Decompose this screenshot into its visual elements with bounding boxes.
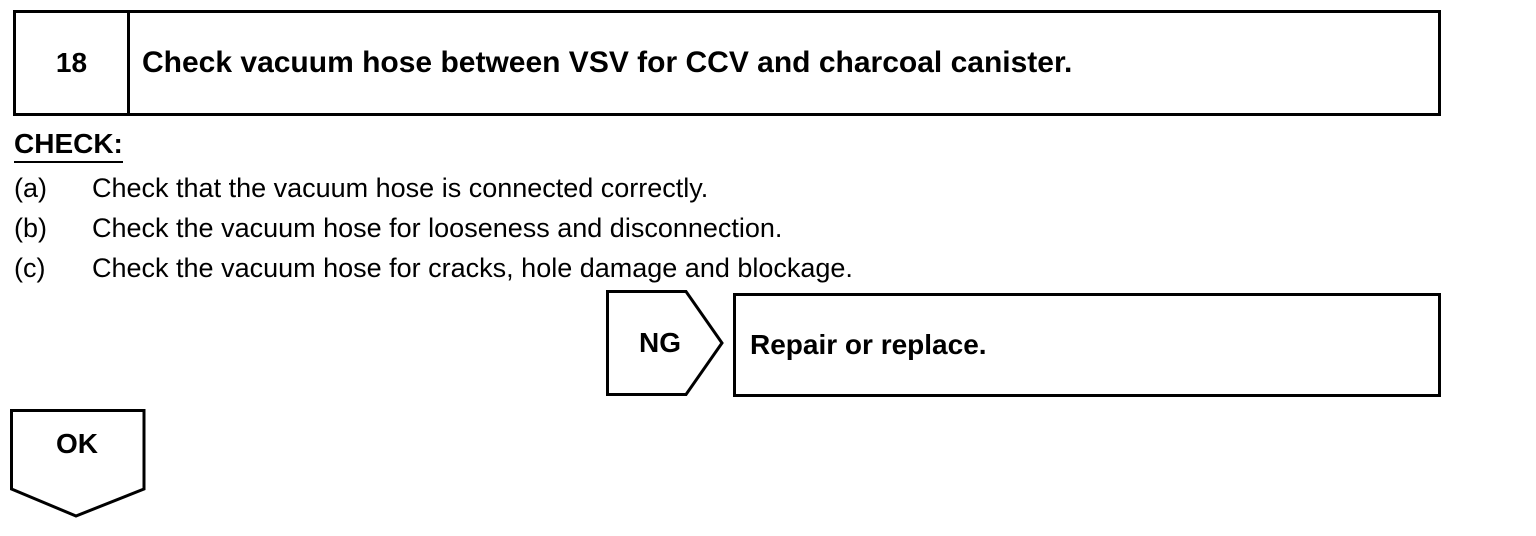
ok-arrow-icon [10,409,146,518]
step-header: 18 Check vacuum hose between VSV for CCV… [13,10,1441,116]
check-item-text: Check the vacuum hose for cracks, hole d… [92,253,853,283]
check-item-mark: (b) [14,213,47,243]
check-item-a: (a) Check that the vacuum hose is connec… [14,168,853,208]
check-item-text: Check that the vacuum hose is connected … [92,173,709,203]
ng-label: NG [639,327,681,358]
ng-arrow-icon [606,290,724,396]
step-title: Check vacuum hose between VSV for CCV an… [142,46,1073,79]
step-number: 18 [16,13,130,113]
check-item-text: Check the vacuum hose for looseness and … [92,213,783,243]
check-item-b: (b) Check the vacuum hose for looseness … [14,208,853,248]
check-item-mark: (c) [14,253,46,283]
check-item-c: (c) Check the vacuum hose for cracks, ho… [14,248,853,288]
check-label: CHECK: [14,128,123,163]
check-item-mark: (a) [14,173,47,203]
ok-label: OK [56,428,98,459]
ng-action-box: Repair or replace. [733,293,1441,397]
check-list: (a) Check that the vacuum hose is connec… [14,168,853,288]
